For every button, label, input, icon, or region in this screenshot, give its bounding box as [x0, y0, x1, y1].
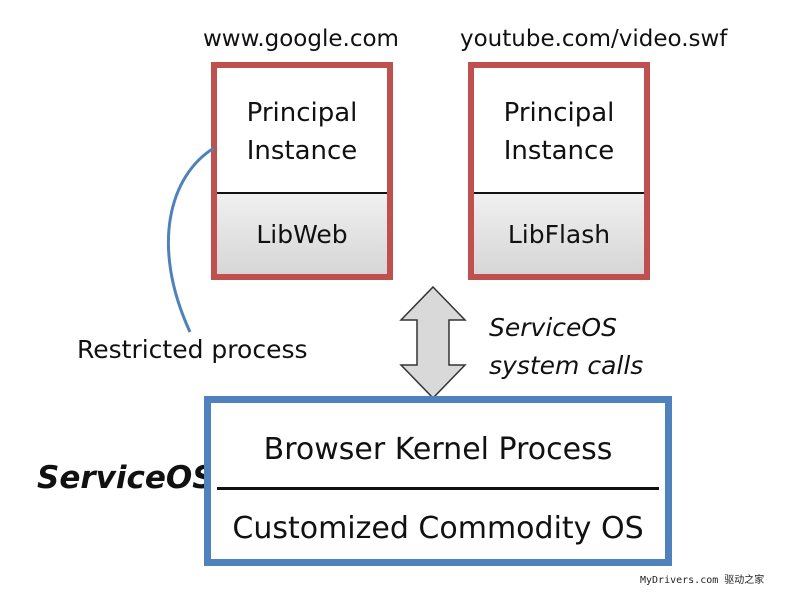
- commodity-os-label: Customized Commodity OS: [232, 511, 644, 546]
- kernel-box: Browser Kernel Process Customized Commod…: [204, 396, 672, 566]
- syscall-label-line1: ServiceOS: [489, 313, 617, 342]
- syscall-label-line2: system calls: [489, 351, 644, 380]
- google-domain-label: www.google.com: [203, 26, 399, 52]
- syscall-double-arrow: [399, 285, 467, 400]
- youtube-domain-label: youtube.com/video.swf: [460, 26, 728, 52]
- youtube-principal-box: Principal Instance LibFlash: [468, 62, 650, 280]
- browser-kernel-label: Browser Kernel Process: [263, 432, 613, 467]
- libflash-box: LibFlash: [474, 192, 644, 274]
- watermark-text: MyDrivers.com 驱动之家: [640, 575, 765, 586]
- serviceos-label: ServiceOS: [37, 460, 215, 496]
- google-principal-box: Principal Instance LibWeb: [211, 62, 393, 280]
- youtube-principal-text: Principal Instance: [474, 94, 644, 170]
- youtube-principal-line1: Principal: [503, 98, 615, 128]
- libweb-box: LibWeb: [217, 192, 387, 274]
- google-principal-line1: Principal: [246, 98, 358, 128]
- youtube-principal-line2: Instance: [503, 136, 615, 166]
- kernel-divider: [217, 487, 659, 490]
- restricted-process-label: Restricted process: [77, 335, 308, 364]
- google-principal-text: Principal Instance: [217, 94, 387, 170]
- restricted-connector-line: [166, 146, 215, 333]
- google-principal-line2: Instance: [246, 136, 358, 166]
